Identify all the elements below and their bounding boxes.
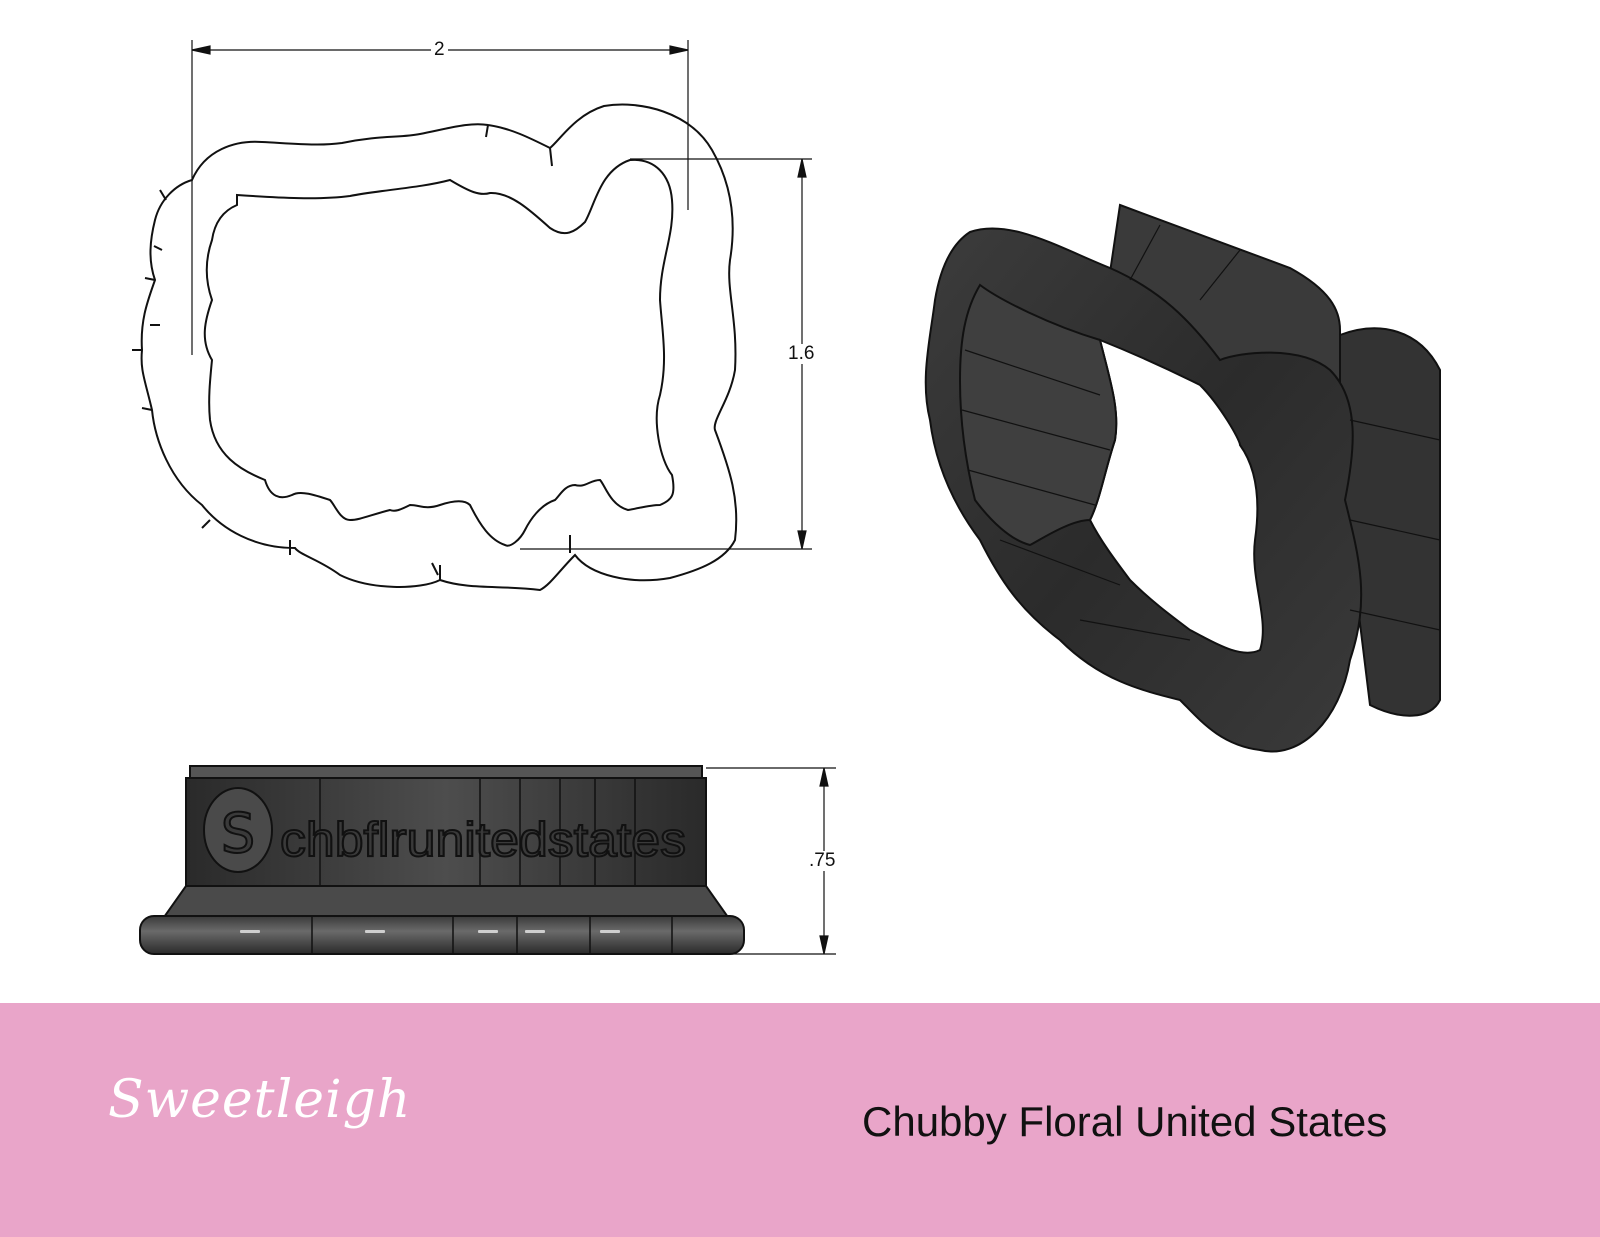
inner-contour bbox=[203, 158, 675, 547]
top-view-dimensions bbox=[191, 40, 812, 550]
drawing-canvas: S chbflrunitedstates bbox=[132, 40, 1441, 955]
footer-band bbox=[0, 1003, 1600, 1237]
top-view bbox=[132, 103, 738, 592]
side-view: S chbflrunitedstates bbox=[139, 765, 745, 955]
side-height-dimension-label: .75 bbox=[806, 851, 839, 871]
isometric-view bbox=[924, 203, 1441, 753]
side-embossed-text: chbflrunitedstates bbox=[280, 814, 686, 867]
outer-contour bbox=[140, 103, 738, 592]
height-dimension-label: 1.6 bbox=[785, 344, 818, 364]
brand-logo: Sweetleigh bbox=[108, 1070, 412, 1130]
side-logo-glyph: S bbox=[221, 802, 255, 865]
product-title: Chubby Floral United States bbox=[862, 1098, 1388, 1145]
technical-drawing: S chbflrunitedstates bbox=[132, 40, 1441, 955]
width-dimension-label: 2 bbox=[431, 40, 448, 60]
